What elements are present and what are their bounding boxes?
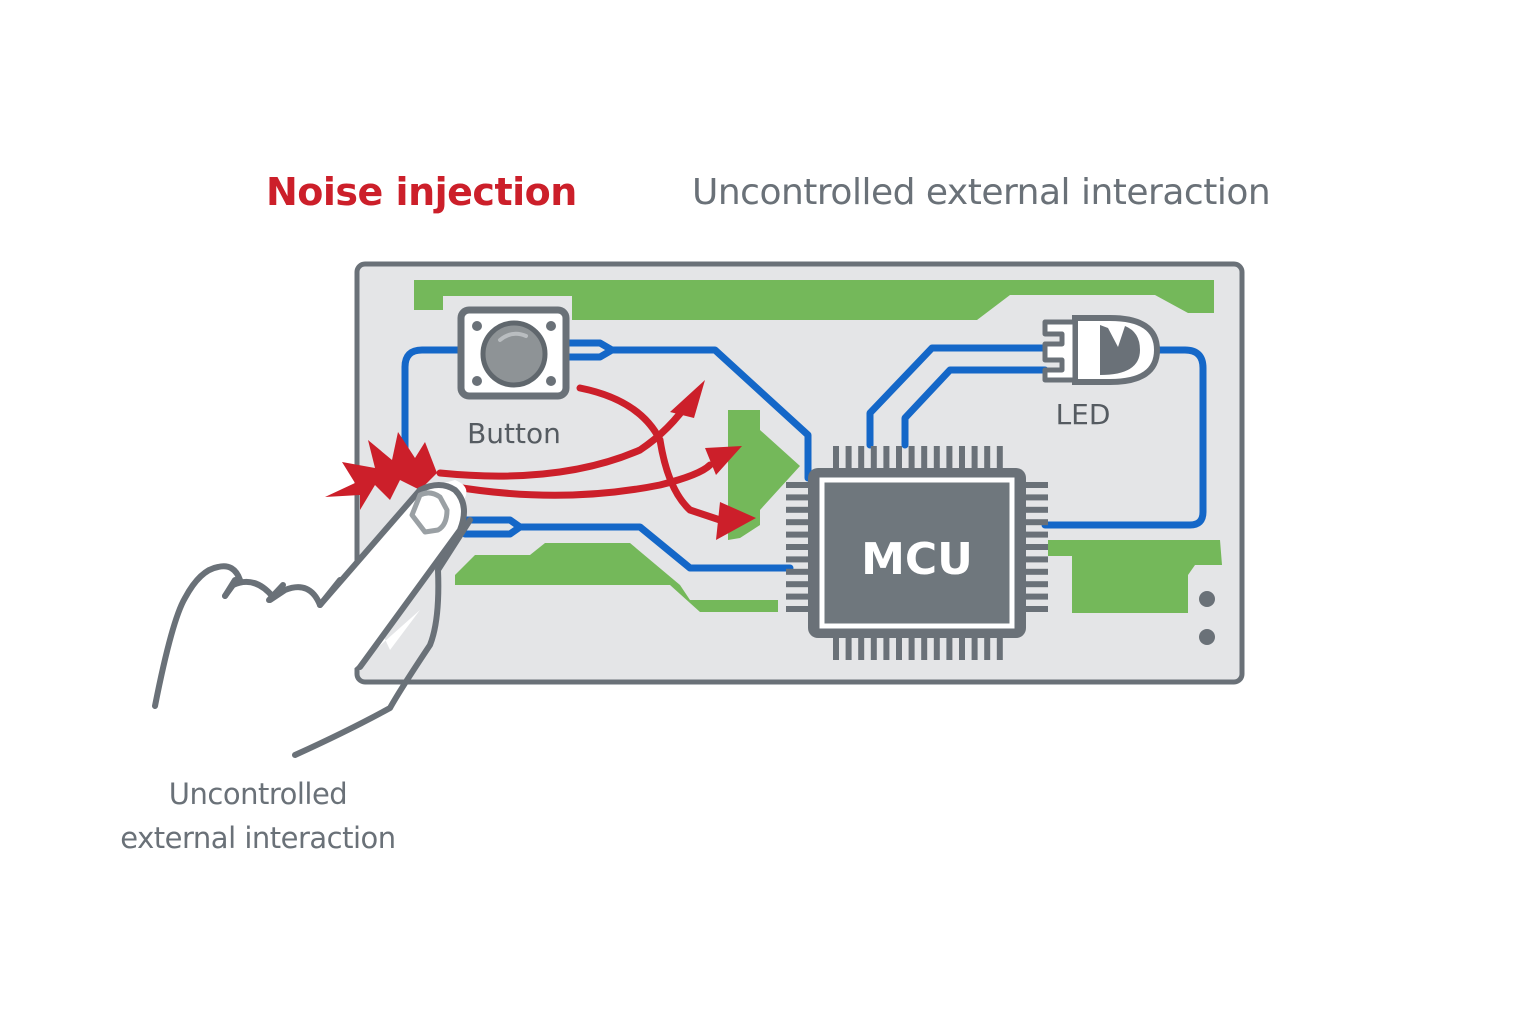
- trace-lower-to-mcu: [516, 523, 794, 572]
- mcu-pin: [833, 446, 839, 470]
- mcu-pin: [1024, 531, 1048, 538]
- mcu-pin: [858, 636, 865, 660]
- mcu-pin: [786, 544, 810, 550]
- mcu-pin: [786, 606, 810, 612]
- mcu-pin: [1024, 519, 1048, 526]
- led-component: [1042, 315, 1161, 385]
- mcu-pin: [845, 446, 852, 470]
- mcu-pin: [896, 446, 902, 470]
- mcu-pin: [996, 636, 1003, 660]
- button-cap-icon: [480, 320, 548, 388]
- trace-led-return: [1041, 346, 1207, 529]
- mcu-pin: [1024, 494, 1048, 501]
- mcu-pin: [921, 446, 928, 470]
- mcu-pin: [786, 519, 810, 526]
- hand-outline-icon: [152, 563, 243, 709]
- trace-led-cathode: [901, 366, 1049, 449]
- mcu-pin: [908, 446, 915, 470]
- mcu-pin: [786, 593, 810, 600]
- mcu-pin: [1024, 606, 1048, 612]
- noise-arrow-icon: [576, 384, 724, 524]
- pointing-hand-icon: [222, 480, 473, 758]
- mcu-pin: [883, 636, 890, 660]
- mcu-chip: [786, 446, 1048, 660]
- mcu-pin: [908, 636, 915, 660]
- noise-arrowheads: [670, 380, 756, 540]
- mounting-hole: [1199, 629, 1215, 645]
- mcu-pin: [870, 446, 877, 470]
- mcu-pin: [833, 636, 839, 660]
- push-button-component: [457, 306, 570, 400]
- trace-button-to-mcu: [608, 346, 812, 482]
- mcu-pin: [1024, 581, 1048, 588]
- mcu-pin: [984, 636, 991, 660]
- mcu-pin: [996, 446, 1003, 470]
- external-interaction-caption: Uncontrolled external interaction: [108, 772, 408, 860]
- copper-pour-middle: [728, 410, 800, 540]
- mcu-pin: [1024, 593, 1048, 600]
- mcu-pin: [858, 446, 865, 470]
- copper-pour-top: [414, 280, 1214, 320]
- mcu-pin: [1024, 482, 1048, 488]
- noise-arrow-icon: [446, 461, 714, 499]
- mcu-pin: [971, 636, 978, 660]
- trace-button-left: [401, 346, 464, 454]
- mcu-pin: [1024, 506, 1048, 513]
- mcu-pin: [959, 636, 965, 660]
- mcu-pin: [1024, 544, 1048, 550]
- mcu-pin: [786, 568, 810, 575]
- external-interaction-title: Uncontrolled external interaction: [692, 172, 1271, 213]
- mcu-pin: [786, 494, 810, 501]
- mcu-pin: [959, 446, 965, 470]
- mcu-pin: [984, 446, 991, 470]
- finger-knuckle-icon: [222, 577, 343, 608]
- mcu-pin: [786, 531, 810, 538]
- mcu-pin: [870, 636, 877, 660]
- mcu-pin: [1024, 568, 1048, 575]
- arrowhead-icon: [705, 446, 742, 475]
- copper-pour-bottom-left: [455, 543, 778, 612]
- noise-injection-title: Noise injection: [266, 170, 577, 214]
- arrowhead-icon: [716, 502, 756, 540]
- mcu-pin: [946, 636, 953, 660]
- trace-led-anode: [866, 344, 1049, 449]
- arrowhead-icon: [670, 380, 705, 418]
- mcu-pin: [971, 446, 978, 470]
- mcu-label: MCU: [861, 534, 973, 585]
- mcu-pin: [896, 636, 902, 660]
- mcu-pin: [933, 446, 940, 470]
- mcu-pin: [786, 506, 810, 513]
- mcu-pin: [786, 482, 810, 488]
- mcu-pin: [921, 636, 928, 660]
- copper-pour-bottom-right: [1048, 540, 1222, 613]
- led-dome-icon: [1100, 325, 1140, 375]
- noise-arrows: [436, 384, 724, 524]
- mcu-pin: [786, 581, 810, 588]
- spark-burst-icon: [325, 432, 437, 510]
- traces: [401, 339, 1207, 572]
- noise-arrow-icon: [436, 396, 694, 480]
- mcu-pin: [786, 556, 810, 563]
- mcu-pin: [933, 636, 940, 660]
- button-label: Button: [467, 417, 561, 450]
- mcu-pin: [845, 636, 852, 660]
- caption-line-2: external interaction: [120, 821, 396, 855]
- mounting-hole: [1199, 591, 1215, 607]
- mcu-pin: [883, 446, 890, 470]
- caption-line-1: Uncontrolled: [168, 777, 348, 811]
- led-label: LED: [1056, 398, 1111, 431]
- mcu-pin: [946, 446, 953, 470]
- mcu-pin: [1024, 556, 1048, 563]
